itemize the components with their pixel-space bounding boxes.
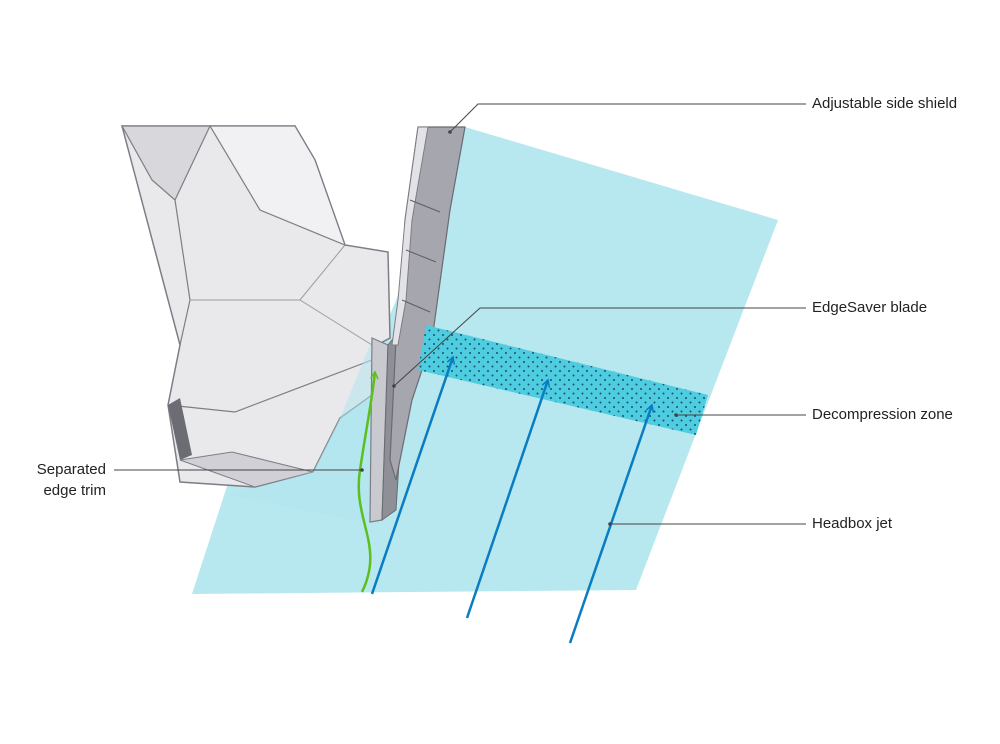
decompression-zone-band [418, 325, 708, 435]
label-separated-edge-trim-line2: edge trim [43, 482, 106, 499]
edge-trim-arrow [357, 372, 375, 593]
adjustable-side-shield [389, 126, 466, 481]
label-adjustable-side-shield: Adjustable side shield [812, 95, 958, 112]
separated-trim-panel [230, 340, 395, 525]
label-headbox-jet: Headbox jet [812, 515, 893, 532]
leader-adjustable-side-shield [449, 103, 806, 133]
leader-lines [114, 103, 806, 526]
flow-arrow-2 [465, 380, 548, 619]
flow-arrow-1 [370, 357, 453, 595]
label-separated-edge-trim-line1: Separated [36, 461, 106, 478]
label-edgesaver-blade: EdgeSaver blade [812, 299, 928, 316]
leader-edgesaver-blade [393, 307, 806, 387]
label-decompression-zone: Decompression zone [812, 406, 953, 423]
